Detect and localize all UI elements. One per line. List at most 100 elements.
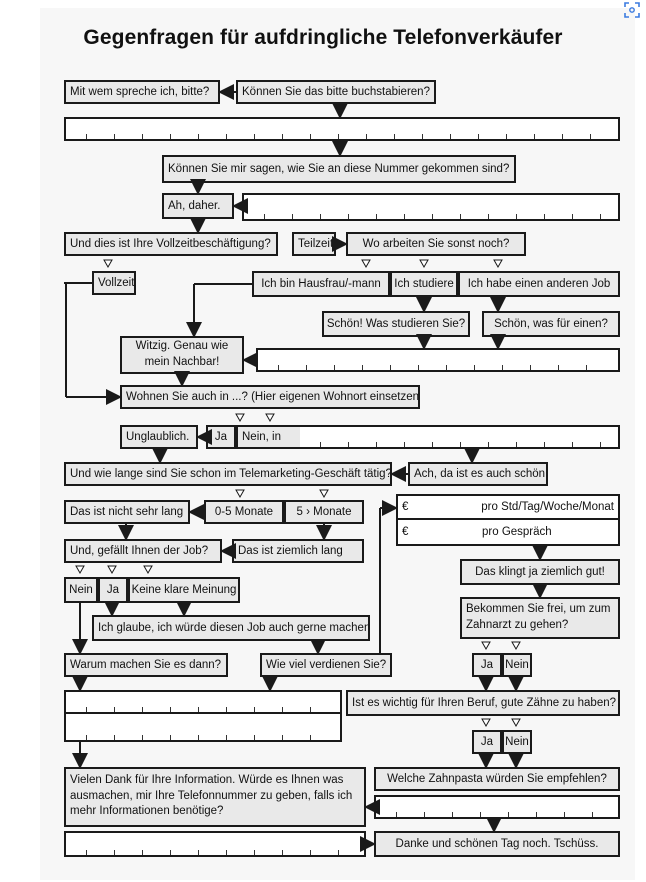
fill-line-tick [170, 134, 171, 139]
node-nummer: Können Sie mir sagen, wie Sie an diese N… [162, 155, 516, 183]
fill-line-tick [114, 735, 115, 740]
fill-line-tick [424, 812, 425, 817]
node-verdienen: Wie viel verdienen Sie? [260, 653, 392, 677]
fill-line-tick [86, 707, 87, 712]
node-wo-arbeiten: Wo arbeiten Sie sonst noch? [346, 232, 526, 256]
page-title: Gegenfragen für aufdringliche Telefonver… [83, 26, 563, 49]
expand-icon[interactable] [624, 2, 640, 18]
fill-line-tick [310, 707, 311, 712]
fill-in-line[interactable] [256, 348, 620, 372]
euro-sign: € [402, 526, 409, 538]
fill-line-tick [590, 134, 591, 139]
fill-line-tick [310, 850, 311, 855]
fill-line-tick [292, 214, 293, 219]
node-ja: Ja [472, 730, 502, 754]
fill-line-tick [320, 214, 321, 219]
fill-line-tick [536, 812, 537, 817]
fill-line-tick [348, 442, 349, 447]
fill-line-tick [404, 214, 405, 219]
fill-in-line[interactable] [64, 117, 620, 141]
node-zahnpasta: Welche Zahnpasta würden Sie empfehlen? [374, 767, 620, 791]
node-nein: Nein [502, 730, 532, 754]
fill-line-tick [306, 365, 307, 370]
fill-line-tick [114, 850, 115, 855]
fill-in-line[interactable] [242, 193, 620, 221]
fill-line-tick [600, 442, 601, 447]
fill-line-tick [198, 850, 199, 855]
node-ja: Ja [98, 577, 128, 603]
node-auch-schoen: Ach, da ist es auch schön [408, 462, 548, 486]
fill-line-tick [226, 707, 227, 712]
fill-line-tick [254, 134, 255, 139]
fill-line-tick [394, 134, 395, 139]
fill-line-tick [432, 442, 433, 447]
fill-in-line[interactable] [374, 795, 620, 819]
node-euro-rate: € pro Std/Tag/Woche/Monat [396, 494, 620, 520]
node-vollzeit-frage: Und dies ist Ihre Vollzeitbeschäftigung? [64, 232, 278, 256]
fill-line-tick [226, 850, 227, 855]
node-ziemlich-lang: Das ist ziemlich lang [232, 539, 364, 563]
node-witzig: Witzig. Genau wie mein Nachbar! [120, 336, 244, 374]
fill-line-tick [488, 214, 489, 219]
fill-line-tick [86, 850, 87, 855]
node-buchstabieren: Können Sie das bitte buchstabieren? [236, 80, 436, 104]
node-euro-call: € pro Gespräch [396, 520, 620, 546]
fill-line-tick [170, 850, 171, 855]
fill-in-line[interactable] [64, 690, 342, 714]
fill-in-line[interactable] [300, 425, 620, 449]
fill-line-tick [564, 812, 565, 817]
fill-line-tick [254, 735, 255, 740]
fill-line-tick [334, 365, 335, 370]
node-studiere: Ich studiere [390, 271, 458, 297]
fill-line-tick [502, 365, 503, 370]
fill-line-tick [226, 134, 227, 139]
node-nicht-lang: Das ist nicht sehr lang [64, 500, 190, 524]
fill-line-tick [460, 214, 461, 219]
fill-line-tick [422, 134, 423, 139]
fill-line-tick [114, 707, 115, 712]
fill-line-tick [226, 735, 227, 740]
fill-line-tick [320, 442, 321, 447]
fill-line-tick [376, 442, 377, 447]
fill-line-tick [390, 365, 391, 370]
fill-line-tick [282, 134, 283, 139]
fill-line-tick [198, 134, 199, 139]
node-ah-daher: Ah, daher. [162, 193, 234, 219]
fill-line-tick [310, 735, 311, 740]
fill-line-tick [198, 735, 199, 740]
node-wie-lange: Und wie lange sind Sie schon im Telemark… [64, 462, 392, 486]
pro-gespraech-label: pro Gespräch [482, 526, 552, 538]
fill-line-tick [282, 850, 283, 855]
pro-std-label: pro Std/Tag/Woche/Monat [481, 501, 614, 513]
node-zaehne: Ist es wichtig für Ihren Beruf, gute Zäh… [346, 690, 620, 716]
fill-line-tick [600, 214, 601, 219]
fill-in-line[interactable] [64, 831, 366, 857]
node-vollzeit: Vollzeit [92, 271, 136, 295]
node-hausfrau: Ich bin Hausfrau/-mann [252, 271, 390, 297]
fill-line-tick [86, 134, 87, 139]
fill-line-tick [480, 812, 481, 817]
fill-line-tick [516, 442, 517, 447]
node-zahnarzt: Bekommen Sie frei, um zum Zahnarzt zu ge… [460, 597, 620, 639]
fill-line-tick [142, 707, 143, 712]
node-tschuess: Danke und schönen Tag noch. Tschüss. [374, 831, 620, 857]
fill-line-tick [572, 442, 573, 447]
node-mit-wem: Mit wem spreche ich, bitte? [64, 80, 220, 104]
fill-in-line[interactable] [64, 714, 342, 742]
node-klingt-gut: Das klingt ja ziemlich gut! [460, 559, 620, 585]
fill-line-tick [170, 707, 171, 712]
node-keine-meinung: Keine klare Meinung [128, 577, 240, 603]
fill-line-tick [534, 134, 535, 139]
fill-line-tick [264, 214, 265, 219]
node-dank: Vielen Dank für Ihre Information. Würde … [64, 767, 366, 827]
node-nein: Nein [502, 653, 532, 677]
node-fuenf-plus: 5 › Monate [284, 500, 364, 524]
fill-line-tick [474, 365, 475, 370]
node-auch-gerne: Ich glaube, ich würde diesen Job auch ge… [92, 615, 370, 641]
fill-line-tick [278, 365, 279, 370]
euro-sign: € [402, 501, 409, 513]
node-was-fuer-einen: Schön, was für einen? [482, 311, 620, 337]
node-wohnort: Wohnen Sie auch in ...? (Hier eigenen Wo… [120, 385, 420, 409]
node-nein-in-label: Nein, in [242, 431, 281, 443]
node-nein: Nein [64, 577, 98, 603]
